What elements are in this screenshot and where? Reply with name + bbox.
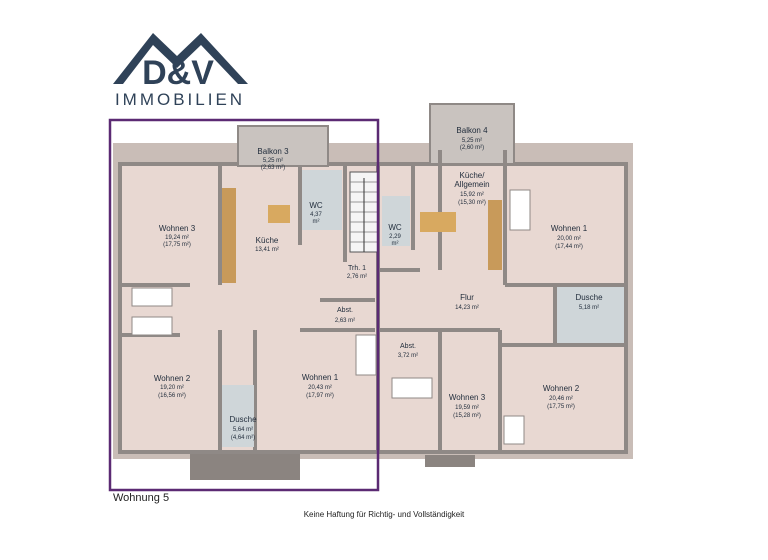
kitchen-counter-left	[222, 188, 236, 283]
abst-left-area: 2,63 m²	[335, 318, 355, 324]
abst-left-name: Abst.	[337, 307, 353, 314]
wohnen2-right-name: Wohnen 2	[543, 384, 580, 393]
dusche-left-area: 5,64 m²	[233, 427, 253, 433]
wc-left-unit: m²	[313, 219, 320, 225]
shower-left-tiles	[222, 385, 254, 447]
balcony-3	[237, 125, 329, 167]
kueche-right-name: Küche/	[460, 171, 486, 180]
wohnen3-left-area: 19,24 m²	[165, 235, 189, 241]
wohnen1-right-area: 20,00 m²	[557, 236, 581, 242]
wc-left-tiles	[302, 170, 342, 230]
wohnen1-right-name: Wohnen 1	[551, 224, 588, 233]
wohnen2-right-area: 20,46 m²	[549, 396, 573, 402]
wc-right-unit: m²	[392, 241, 399, 247]
room-labels: Balkon 3 5,25 m² (2,63 m²) Wohnen 3 19,2…	[154, 126, 603, 441]
flur-name: Flur	[460, 293, 474, 302]
flur-area: 14,23 m²	[455, 305, 479, 311]
wc-right-area: 2,29	[389, 234, 401, 240]
dusche-left-area2: (4,64 m²)	[231, 435, 255, 441]
logo-roof-icon	[113, 33, 248, 84]
balkon4-name: Balkon 4	[456, 126, 488, 135]
dusche-right-name: Dusche	[575, 293, 603, 302]
wohnen2-right-area2: (17,75 m²)	[547, 404, 575, 410]
staircase	[349, 171, 379, 253]
disclaimer: Keine Haftung für Richtig- und Vollständ…	[303, 510, 465, 519]
kueche-right-area: 15,92 m²	[460, 192, 484, 198]
dusche-right-area: 5,18 m²	[579, 305, 599, 311]
logo: D&V IMMOBILIEN	[113, 33, 248, 109]
kueche-left-name: Küche	[256, 236, 279, 245]
kueche-right-area2: (15,30 m²)	[458, 200, 486, 206]
trh-name: Trh. 1	[348, 265, 366, 272]
logo-mark: D&V	[142, 54, 214, 92]
wohnen3-right-area2: (15,28 m²)	[453, 413, 481, 419]
wohnen3-left-area2: (17,75 m²)	[163, 242, 191, 248]
balkon3-area: 5,25 m²	[263, 158, 283, 164]
dining-table-left	[268, 205, 290, 223]
kitchen-counter-right	[488, 200, 502, 270]
wohnen1-left-area2: (17,97 m²)	[306, 393, 334, 399]
wc-right-tiles	[382, 196, 410, 246]
wohnen1-left-name: Wohnen 1	[302, 373, 339, 382]
dusche-left-name: Dusche	[229, 415, 257, 424]
wohnen3-left-name: Wohnen 3	[159, 224, 196, 233]
balkon3-area2: (2,63 m²)	[261, 165, 285, 171]
shower-right-tiles	[557, 287, 624, 343]
balcony-4	[429, 103, 515, 165]
balkon4-area: 5,25 m²	[462, 138, 482, 144]
unit-highlight-frame	[108, 118, 380, 492]
balkon3-name: Balkon 3	[257, 147, 289, 156]
wohnen1-left-area: 20,43 m²	[308, 385, 332, 391]
wohnen2-left-name: Wohnen 2	[154, 374, 191, 383]
roof-window	[425, 455, 475, 467]
logo-subtitle: IMMOBILIEN	[115, 90, 245, 109]
kueche-right-name2: Allgemein	[454, 180, 489, 189]
wohnen3-right-name: Wohnen 3	[449, 393, 486, 402]
wc-right-name: WC	[388, 223, 402, 232]
abst-right-area: 3,72 m²	[398, 353, 418, 359]
furniture	[131, 189, 531, 445]
dining-table-right	[420, 212, 456, 232]
wc-left-area: 4,37	[310, 212, 322, 218]
wohnen2-left-area: 19,20 m²	[160, 385, 184, 391]
unit-label: Wohnung 5	[113, 492, 170, 504]
wohnen3-right-area: 19,59 m²	[455, 405, 479, 411]
trh-area: 2,76 m²	[347, 274, 367, 280]
abst-right-name: Abst.	[400, 343, 416, 350]
balkon4-area2: (2,60 m²)	[460, 145, 484, 151]
roof-window	[190, 454, 300, 480]
wc-left-name: WC	[309, 201, 323, 210]
kueche-left-area: 13,41 m²	[255, 247, 279, 253]
wohnen2-left-area2: (16,56 m²)	[158, 393, 186, 399]
wohnen1-right-area2: (17,44 m²)	[555, 244, 583, 250]
